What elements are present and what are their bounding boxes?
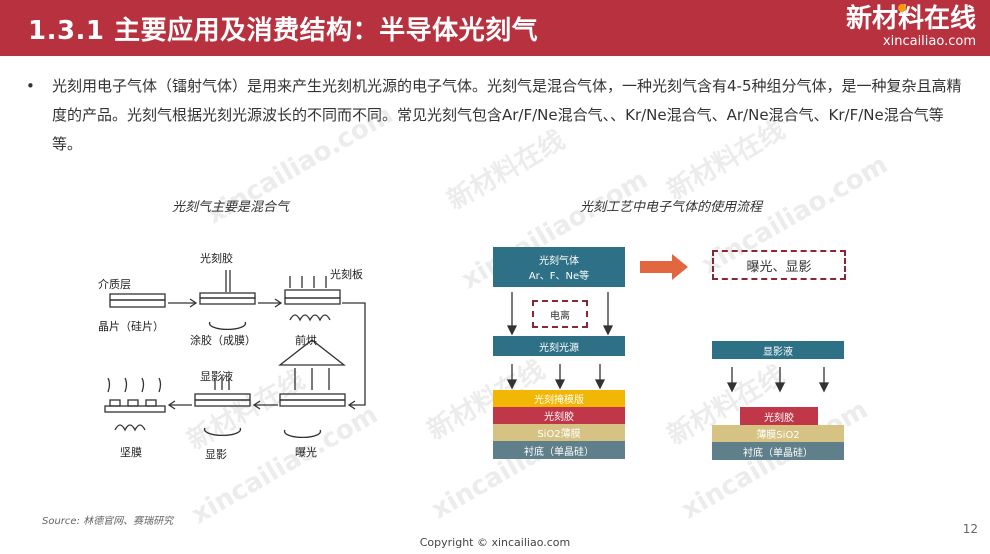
logo-main-text: 新材料在线	[845, 4, 976, 34]
exposure-lamp-icon	[278, 339, 346, 366]
stack-resist-layer: 光刻胶	[493, 407, 625, 424]
source-note: Source: 林德官网、赛瑞研究	[42, 516, 174, 527]
page-title: 1.3.1 主要应用及消费结构：半导体光刻气	[28, 16, 539, 46]
label-resist: 光刻胶	[200, 251, 233, 265]
result-resist-layer: 光刻胶	[740, 407, 818, 425]
label-develop: 显影	[205, 448, 227, 461]
bullet-dot-icon: •	[26, 77, 35, 95]
logo-dot-icon	[898, 4, 906, 12]
wafer-develop	[194, 399, 251, 407]
down-arrows-1	[506, 292, 614, 336]
page-number: 12	[962, 522, 978, 536]
right-diagram-caption: 光刻工艺中电子气体的使用流程	[580, 200, 763, 215]
wafer-expose	[279, 399, 346, 407]
resist-layer	[199, 292, 256, 299]
header-bar: 1.3.1 主要应用及消费结构：半导体光刻气 新材料在线 xincailiao.…	[0, 0, 990, 56]
down-arrows-3	[726, 367, 830, 393]
right-arrow-icon	[640, 254, 688, 280]
label-harden: 坚膜	[120, 446, 142, 459]
copyright: Copyright © xincailiao.com	[419, 536, 571, 549]
label-bake: 前烘	[295, 333, 317, 347]
wafer-harden	[104, 405, 166, 413]
ionize-box: 电离	[532, 300, 588, 328]
logo: 新材料在线 xincailiao.com	[846, 4, 976, 49]
mask-plate	[284, 289, 341, 299]
gas-box-line1: 光刻气体	[539, 256, 579, 267]
logo-sub-text: xincailiao.com	[882, 34, 976, 49]
stack-mask-layer: 光刻掩模版	[493, 390, 625, 407]
heat-wave-icon	[107, 377, 162, 393]
light-source-box: 光刻光源	[493, 336, 625, 356]
bullet-text: 光刻用电子气体（镭射气体）是用来产生光刻机光源的电子气体。光刻气是混合气体，一种…	[52, 77, 962, 153]
exposure-development-box: 曝光、显影	[712, 250, 846, 280]
lithography-process-diagram: 介质层 光刻胶 光刻板 晶片（硅片） 涂胶（成膜） 前烘 显影液 显影 曝光 坚…	[98, 251, 366, 461]
wafer-bake	[284, 297, 341, 305]
stack-substrate-layer: 衬底（单晶硅）	[493, 441, 625, 459]
gas-box-line2: Ar、F、Ne等	[528, 271, 590, 282]
dielectric-layer	[109, 293, 166, 301]
label-coat: 涂胶（成膜）	[190, 333, 256, 347]
label-mask: 光刻板	[330, 267, 363, 281]
label-dielectric: 介质层	[98, 278, 131, 291]
spin-arrow-icon	[208, 321, 247, 331]
heater-coil-icon	[289, 314, 331, 322]
gas-box: 光刻气体 Ar、F、Ne等	[493, 247, 625, 287]
wafer-coat	[199, 297, 256, 305]
down-arrows-2	[506, 364, 606, 390]
wafer-step1	[109, 299, 166, 308]
stack-sio2-layer: SiO2薄膜	[493, 424, 625, 441]
label-wafer: 晶片（硅片）	[98, 320, 164, 333]
result-sio2-layer: 薄膜SiO2	[712, 425, 844, 442]
label-developer: 显影液	[200, 369, 233, 383]
label-expose: 曝光	[295, 445, 317, 459]
left-diagram-caption: 光刻气主要是混合气	[172, 200, 290, 215]
bullet-paragraph: • 光刻用电子气体（镭射气体）是用来产生光刻机光源的电子气体。光刻气是混合气体，…	[26, 72, 966, 159]
spin-arrow-icon	[203, 427, 242, 437]
result-substrate-layer: 衬底（单晶硅）	[712, 442, 844, 460]
developer-box: 显影液	[712, 341, 844, 359]
